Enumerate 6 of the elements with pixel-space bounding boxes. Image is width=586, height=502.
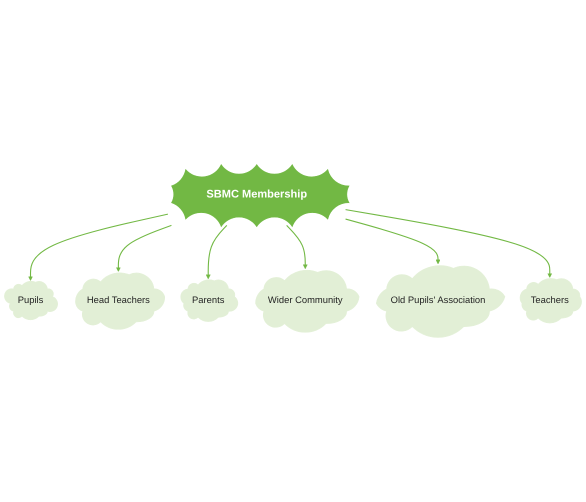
arrow xyxy=(206,225,228,280)
arrow xyxy=(286,225,308,270)
arrow xyxy=(28,214,168,281)
arrow xyxy=(345,209,552,278)
arrow xyxy=(345,218,440,264)
arrow xyxy=(116,224,172,272)
